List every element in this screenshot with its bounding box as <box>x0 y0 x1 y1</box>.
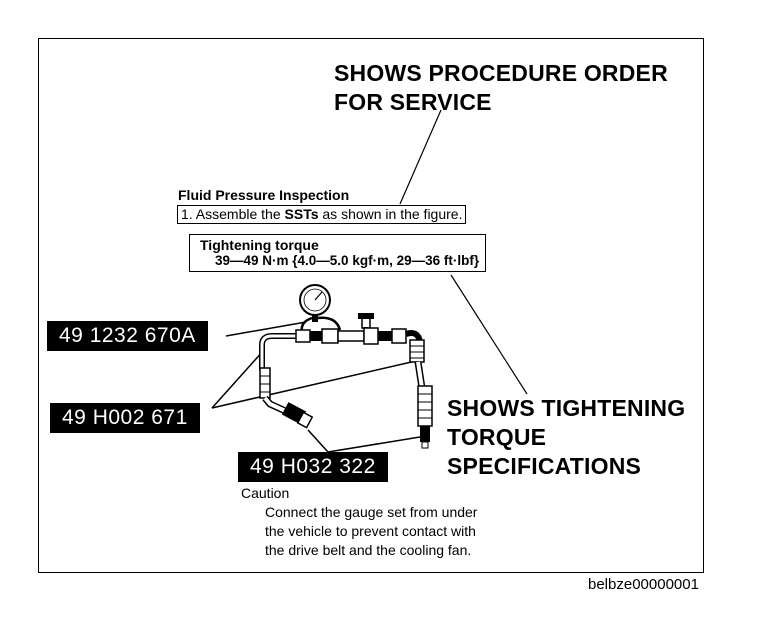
step-emphasis: SSTs <box>284 206 319 222</box>
pressure-gauge-icon <box>299 284 342 333</box>
section-title: Fluid Pressure Inspection <box>178 187 350 203</box>
torque-spec-callout: SHOWS TIGHTENING TORQUE SPECIFICATIONS <box>447 394 685 481</box>
caution-block: Caution Connect the gauge set from under… <box>241 484 477 560</box>
torque-value: 39—49 N·m {4.0—5.0 kgf·m, 29—36 ft·lbf} <box>215 253 480 268</box>
part-leader-671-b <box>211 359 421 409</box>
step-suffix: as shown in the figure. <box>318 206 463 222</box>
callout-line: FOR SERVICE <box>334 89 492 115</box>
diagram-frame <box>38 38 704 573</box>
torque-title: Tightening torque <box>200 237 319 253</box>
callout-line: SHOWS PROCEDURE ORDER <box>334 60 668 86</box>
caution-line: the vehicle to prevent contact with <box>265 523 476 539</box>
procedure-leader-line <box>399 109 442 205</box>
part-leader-322-b <box>327 436 421 453</box>
caution-line: Connect the gauge set from under <box>265 504 478 520</box>
part-label-adapter: 49 H032 322 <box>238 452 388 482</box>
part-leader-322-a <box>307 429 329 453</box>
callout-line: SPECIFICATIONS <box>447 453 642 479</box>
caution-title: Caution <box>241 485 290 501</box>
callout-line: SHOWS TIGHTENING <box>447 395 686 421</box>
part-leader-671-a <box>211 349 265 409</box>
hose-icon <box>259 327 433 449</box>
step-prefix: 1. Assemble the <box>181 206 285 222</box>
caution-text: Connect the gauge set from under the veh… <box>241 503 477 560</box>
procedure-order-callout: SHOWS PROCEDURE ORDER FOR SERVICE <box>334 59 668 117</box>
part-label-gauge-set: 49 1232 670A <box>47 321 208 351</box>
torque-leader-line <box>450 274 528 395</box>
part-leader-670a <box>225 321 307 337</box>
callout-line: TORQUE <box>447 424 547 450</box>
figure-id: belbze00000001 <box>588 576 699 593</box>
procedure-step: 1. Assemble the SSTs as shown in the fig… <box>177 205 467 224</box>
caution-line: the drive belt and the cooling fan. <box>265 542 472 558</box>
torque-spec-box: Tightening torque 39—49 N·m {4.0—5.0 kgf… <box>189 234 487 272</box>
part-label-hose-assembly: 49 H002 671 <box>50 403 200 433</box>
